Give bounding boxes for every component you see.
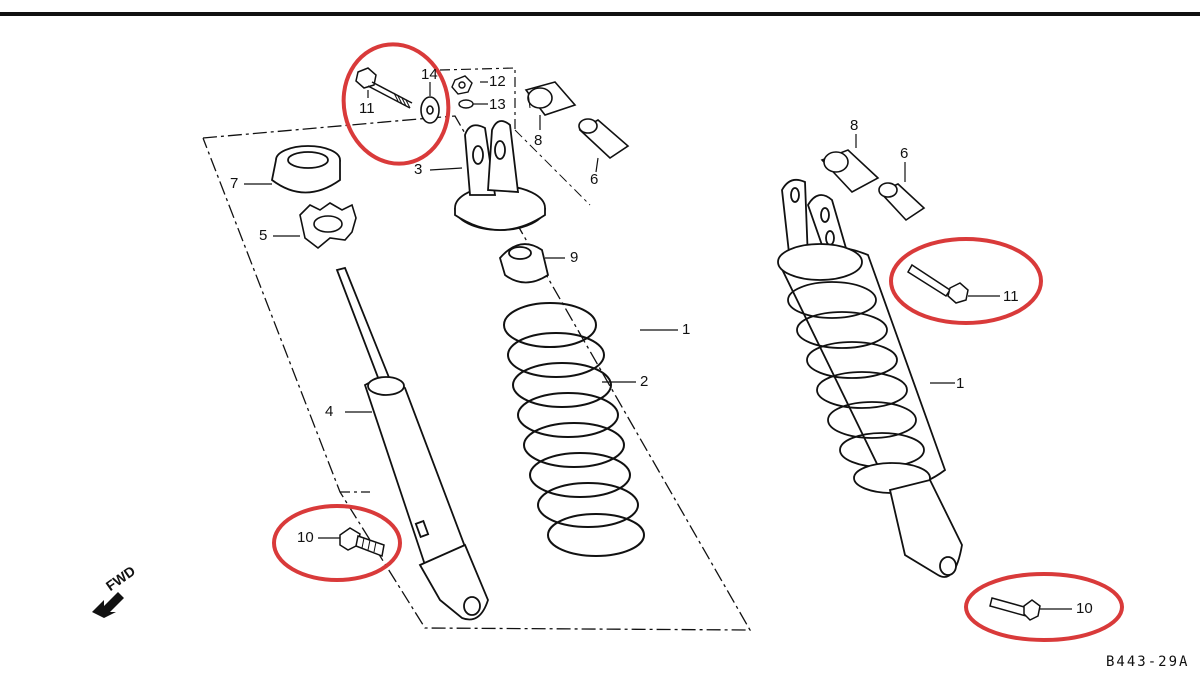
dust-cover-7 xyxy=(271,145,341,194)
part-label-7: 7 xyxy=(230,175,239,192)
bushing-8-right xyxy=(820,149,880,193)
part-label-14: 14 xyxy=(421,66,438,83)
top-border-line xyxy=(0,12,1200,16)
part-label-12: 12 xyxy=(489,73,506,90)
part-label-3: 3 xyxy=(414,161,423,178)
part-label-5: 5 xyxy=(259,227,268,244)
bump-rubber-9 xyxy=(498,243,550,284)
part-label-8-right: 8 xyxy=(850,117,859,134)
nut-12 xyxy=(451,75,473,95)
upper-spring-seat-3 xyxy=(454,120,546,231)
part-label-11-right: 11 xyxy=(1003,288,1019,305)
part-label-11-top: 11 xyxy=(359,100,375,117)
stopper-plate-5 xyxy=(299,202,357,250)
part-label-2: 2 xyxy=(640,373,649,390)
bolt-10-right xyxy=(989,597,1041,621)
bushing-6-right xyxy=(878,182,926,222)
part-label-10-left: 10 xyxy=(297,529,314,546)
highlight-bolt-10-right xyxy=(964,572,1124,642)
bolt-11-right xyxy=(906,263,969,304)
part-label-1-right: 1 xyxy=(956,375,965,392)
bolt-11-top xyxy=(355,67,413,109)
bushing-8-left xyxy=(524,81,577,116)
bolt-10-left xyxy=(339,527,385,558)
shock-assembly-right xyxy=(777,178,963,578)
highlight-circles xyxy=(272,42,1124,642)
diagram-code: B443-29A xyxy=(1106,654,1190,670)
washer-13 xyxy=(458,99,474,109)
part-label-6-right: 6 xyxy=(900,145,909,162)
part-label-10-right: 10 xyxy=(1076,600,1093,617)
part-label-13: 13 xyxy=(489,96,506,113)
part-label-6-left: 6 xyxy=(590,171,599,188)
coil-spring-2 xyxy=(503,302,645,557)
highlight-bolt-11-top xyxy=(341,42,451,166)
bushing-6-left xyxy=(578,118,630,160)
damper-body-4 xyxy=(335,266,489,621)
fwd-arrow-icon xyxy=(92,592,124,618)
hardware-bracket xyxy=(439,67,516,130)
part-label-4: 4 xyxy=(325,403,334,420)
part-label-8-left: 8 xyxy=(534,132,543,149)
highlight-bolt-11-right xyxy=(889,237,1043,325)
leader-lines xyxy=(244,81,1072,610)
part-label-1-left: 1 xyxy=(682,321,691,338)
washer-14 xyxy=(420,96,440,124)
part-label-9: 9 xyxy=(570,249,579,266)
bracket-leader-8 xyxy=(514,129,591,206)
highlight-bolt-10-left xyxy=(272,504,402,582)
